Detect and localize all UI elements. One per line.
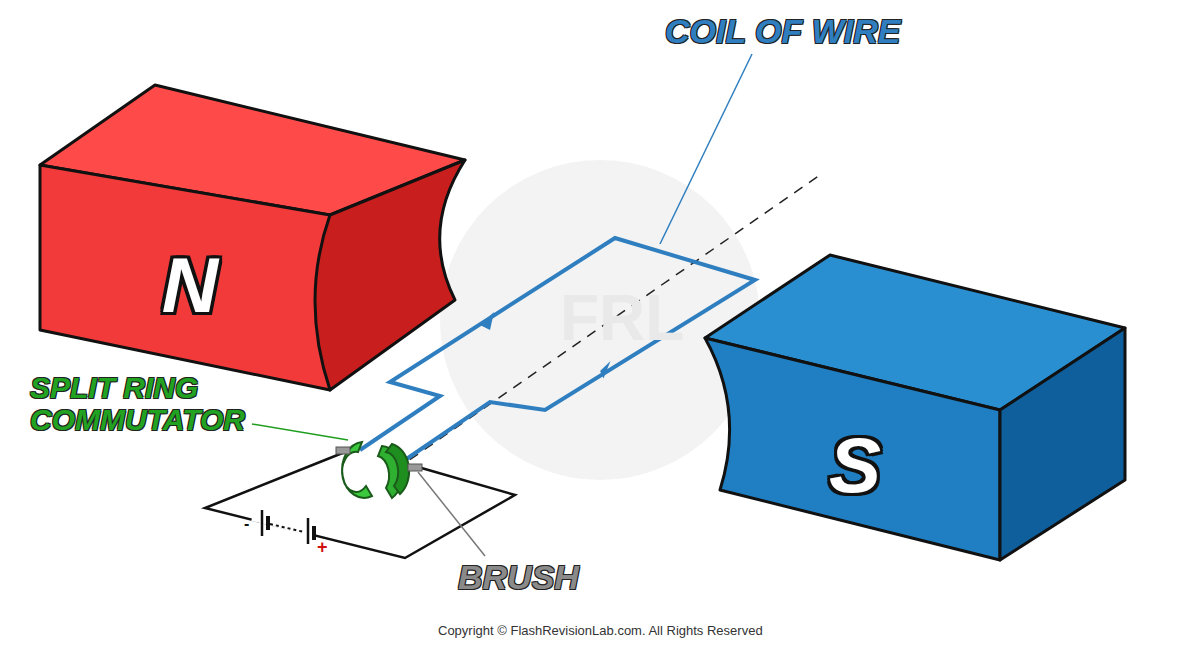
battery-terminal: + — [317, 538, 328, 557]
coil-of-wire — [360, 238, 755, 460]
part-label: BRUSH — [458, 560, 579, 596]
part-label: SPLIT RING COMMUTATOR — [30, 372, 260, 435]
leader-line — [252, 424, 348, 440]
magnet-face: N — [80, 220, 300, 350]
rotation-axis — [395, 175, 820, 470]
brush — [408, 464, 422, 471]
part-label: COIL OF WIRE — [665, 14, 900, 50]
south-magnet — [705, 255, 1125, 560]
magnet-face: S — [740, 400, 970, 530]
split-ring-commutator — [342, 442, 409, 498]
battery-terminal: - — [244, 516, 249, 533]
south-pole-label: S — [829, 420, 881, 511]
current-arrow — [480, 312, 494, 330]
leader-line — [418, 472, 485, 556]
watermark-disc — [440, 160, 760, 480]
copyright-note: Copyright © FlashRevisionLab.com. All Ri… — [438, 624, 763, 638]
battery-symbol — [252, 510, 314, 544]
north-pole-label: N — [162, 240, 218, 331]
leader-line — [660, 54, 752, 244]
watermark: FRL — [560, 285, 684, 352]
circuit-wire — [205, 452, 515, 558]
current-arrow — [599, 361, 614, 379]
north-magnet — [40, 85, 465, 390]
brush — [336, 447, 350, 454]
